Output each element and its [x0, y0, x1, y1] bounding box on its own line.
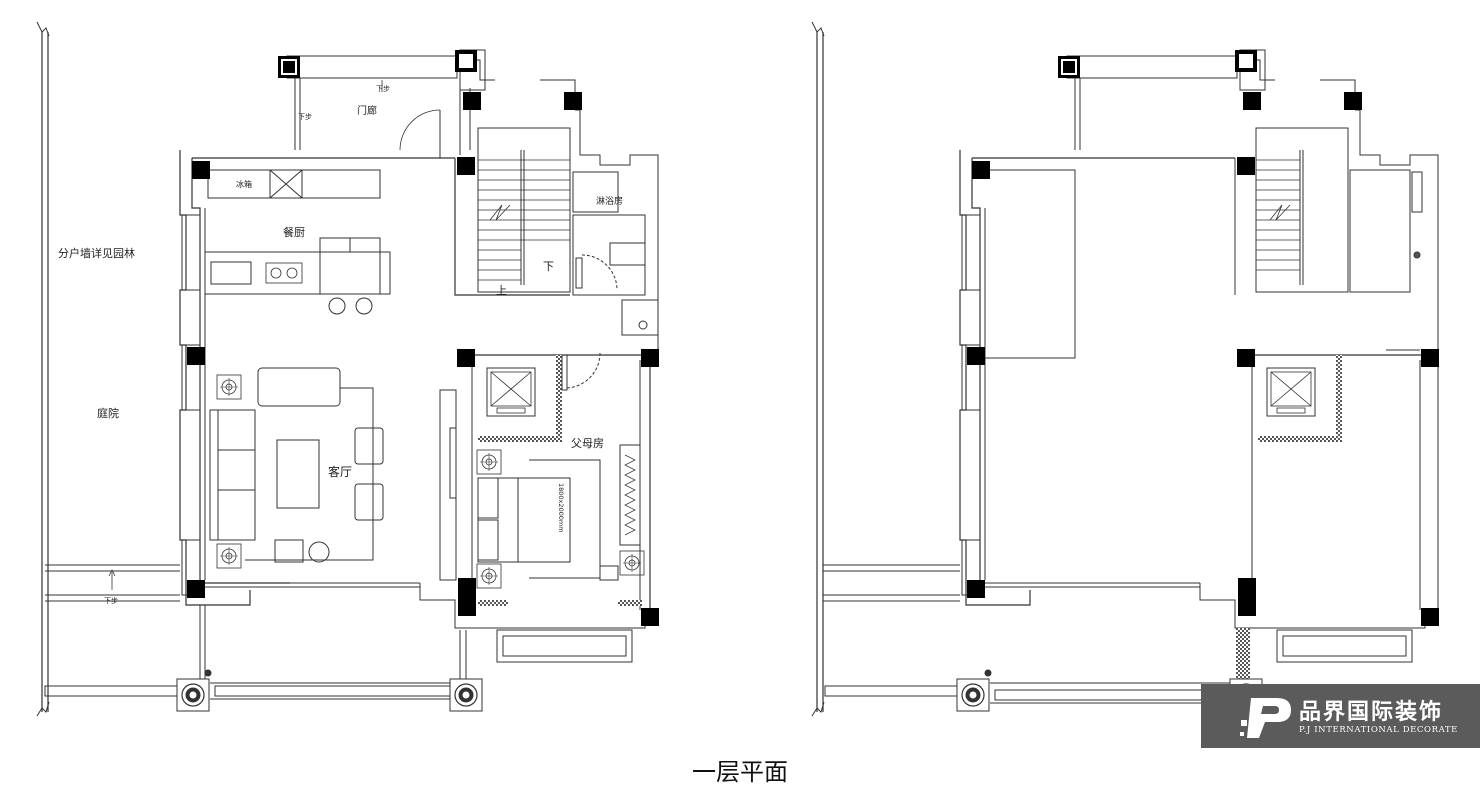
porch-label: 门廊	[357, 104, 377, 117]
left-plan	[36, 21, 659, 717]
stair-treads	[478, 159, 570, 281]
plan-title: 一层平面	[692, 758, 788, 786]
dining-kitchen-label: 餐厨	[283, 225, 305, 239]
brand-watermark: 品界国际装饰 P.J INTERNATIONAL DECORATE	[1201, 684, 1480, 748]
step-down-label: 下步	[298, 113, 312, 121]
right-plan	[811, 21, 1439, 717]
plan-labels: 门廊 下步 下步 下步 冰箱 餐厨 下 上 淋浴房 分户墙详见园林 庭院 客厅 …	[58, 85, 623, 605]
step-down-label: 下步	[376, 85, 390, 93]
party-wall-note: 分户墙详见园林	[58, 246, 135, 260]
parents-room-label: 父母房	[571, 437, 604, 450]
stair-up-label: 上	[496, 284, 507, 297]
bed-size-label: 1800x2000mm	[557, 483, 565, 533]
break-line-bottom	[36, 701, 50, 717]
courtyard-label: 庭院	[97, 406, 119, 420]
break-line-top	[36, 21, 50, 37]
brand-name-en: P.J INTERNATIONAL DECORATE	[1299, 725, 1458, 735]
step-down-label: 下步	[104, 597, 118, 605]
fridge-label: 冰箱	[236, 179, 252, 189]
shower-label: 淋浴房	[596, 195, 623, 207]
pj-logo-icon	[1240, 698, 1291, 738]
stair-down-label: 下	[543, 260, 554, 273]
living-room-label: 客厅	[328, 464, 352, 479]
brand-name-cn: 品界国际装饰	[1299, 700, 1444, 725]
